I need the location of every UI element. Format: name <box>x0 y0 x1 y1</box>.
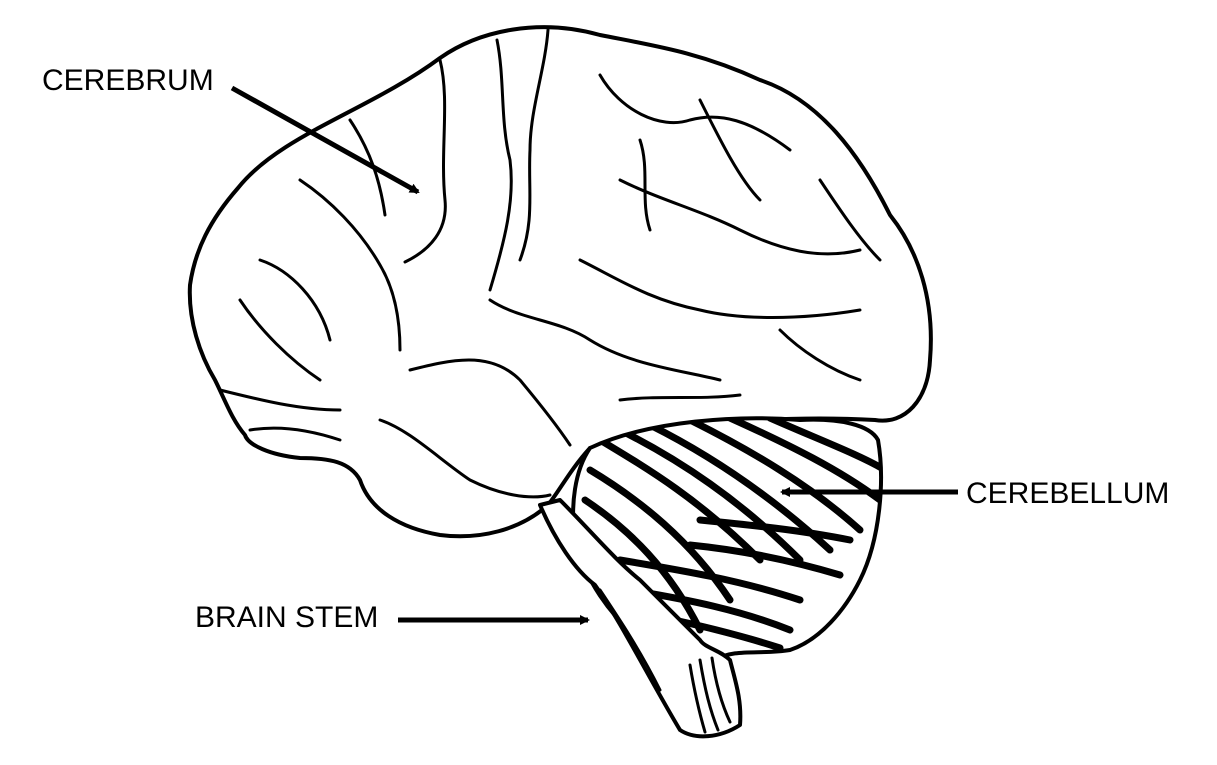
cerebrum-label: CEREBRUM <box>42 66 214 96</box>
cerebellum-label: CEREBELLUM <box>966 479 1169 509</box>
brain-stem-label: BRAIN STEM <box>195 603 378 633</box>
